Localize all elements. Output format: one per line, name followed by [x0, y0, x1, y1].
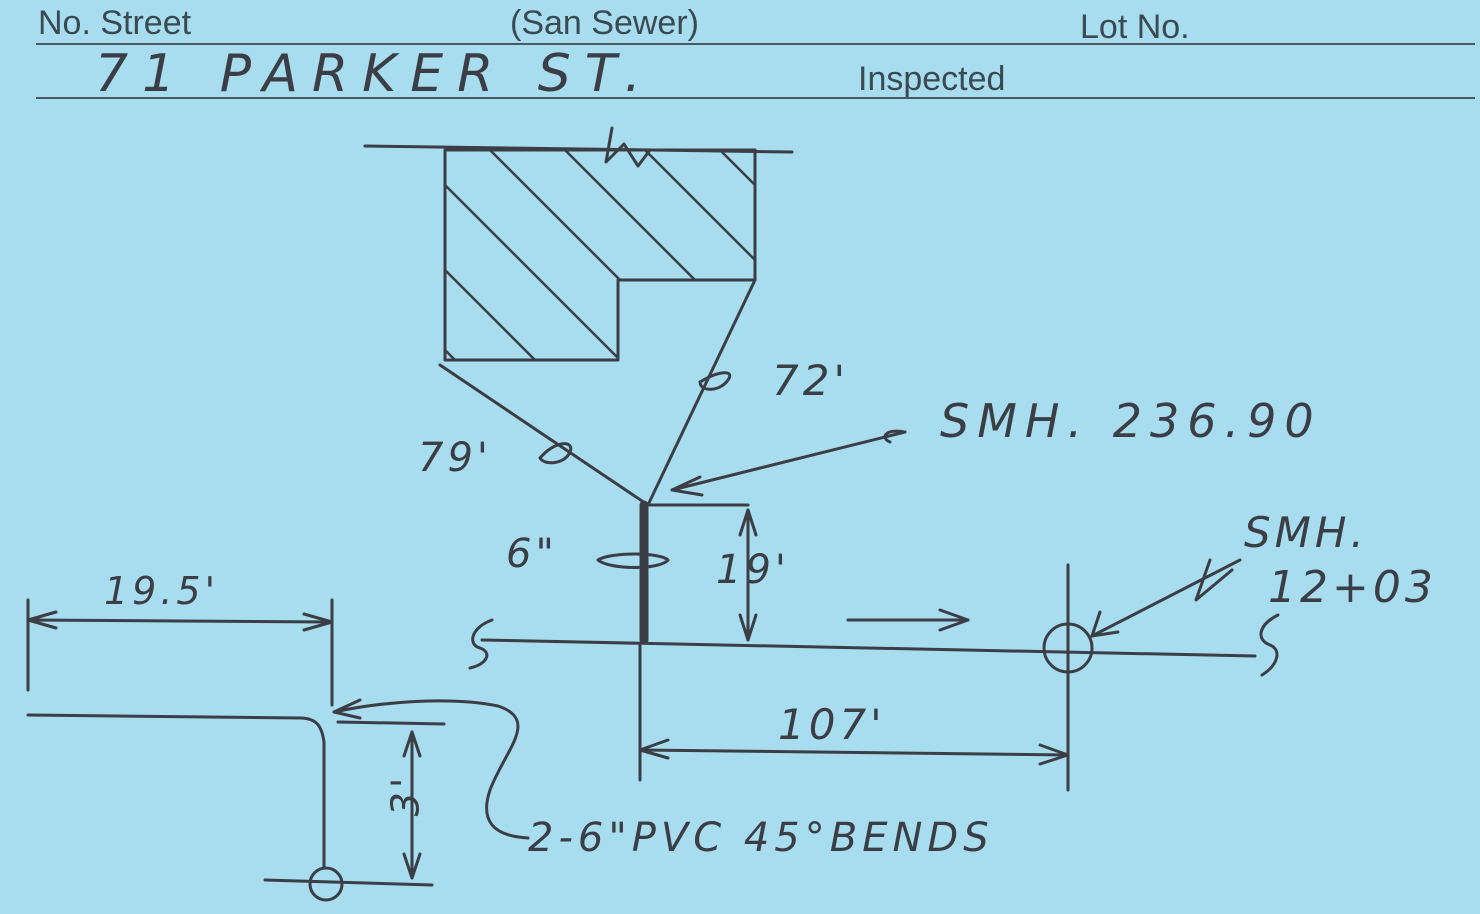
- smh-upper-leader: [670, 430, 907, 492]
- smh-right-leader: [1090, 558, 1242, 638]
- dim-107-arrowhead-left-icon: [638, 738, 670, 760]
- house-outline: [443, 148, 757, 362]
- dim-72-label: 72': [772, 356, 849, 405]
- tie-line-right: [646, 278, 757, 507]
- bend-base-line: [263, 878, 434, 887]
- main-sewer-line: [480, 638, 1257, 658]
- dim-19-5-line: [26, 618, 334, 624]
- bend-detail-line: [26, 713, 326, 870]
- dim-19-5-arrowhead-left-icon: [26, 610, 58, 630]
- smh-upper-arrowhead-icon: [670, 475, 704, 497]
- smh-right-arrowhead-icon: [1090, 610, 1120, 638]
- smh-right-label-2: 12+03: [1268, 562, 1437, 613]
- flow-arrow-icon: [938, 608, 970, 632]
- smh-right-check: [1194, 558, 1234, 602]
- bends-note-label: 2-6"PVC 45°BENDS: [528, 815, 994, 861]
- form-rule-lines: [36, 43, 1475, 99]
- address-text: 71 PARKER ST.: [95, 44, 655, 104]
- bend-manhole-icon: [308, 866, 344, 902]
- dim-3-arrowhead-top-icon: [402, 730, 422, 758]
- sewer-label: (San Sewer): [510, 4, 699, 42]
- inspected-label: Inspected: [858, 60, 1006, 98]
- dim-107-arrowhead-right-icon: [1038, 743, 1070, 766]
- dim-107-line: [638, 748, 1070, 757]
- smh-upper-hook: [883, 429, 907, 444]
- tie-mark-79: [538, 442, 573, 465]
- main-break-left: [468, 618, 494, 670]
- tie-line-left: [438, 363, 650, 507]
- lateral-size-mark: [596, 552, 670, 569]
- dim-3-label: 3': [383, 773, 428, 817]
- pipe-size-label: 6": [506, 531, 558, 577]
- dim-19-5-arrowhead-right-icon: [302, 612, 334, 632]
- dim-19-5-label: 19.5': [104, 569, 220, 613]
- tie-mark-72: [698, 371, 732, 391]
- bend-ref-line: [336, 720, 446, 726]
- dim-19-arrowhead-bottom-icon: [738, 613, 758, 642]
- house-hatching: [445, 150, 755, 360]
- dim-107-label: 107': [778, 700, 886, 749]
- dim-3-arrowhead-bottom-icon: [402, 852, 422, 880]
- lot-label: Lot No.: [1080, 8, 1190, 46]
- smh-upper-label: SMH. 236.90: [940, 394, 1322, 448]
- dim-19-label: 19': [716, 547, 790, 593]
- north-arrow-icon: [604, 126, 652, 168]
- bends-leader: [332, 699, 530, 840]
- dim-19-arrowhead-top-icon: [738, 508, 758, 537]
- street-label: No. Street: [38, 4, 192, 42]
- dim-79-label: 79': [418, 435, 492, 481]
- bends-arrowhead-icon: [332, 698, 362, 720]
- smh-right-label-1: SMH.: [1244, 508, 1368, 557]
- main-break-right: [1259, 613, 1280, 677]
